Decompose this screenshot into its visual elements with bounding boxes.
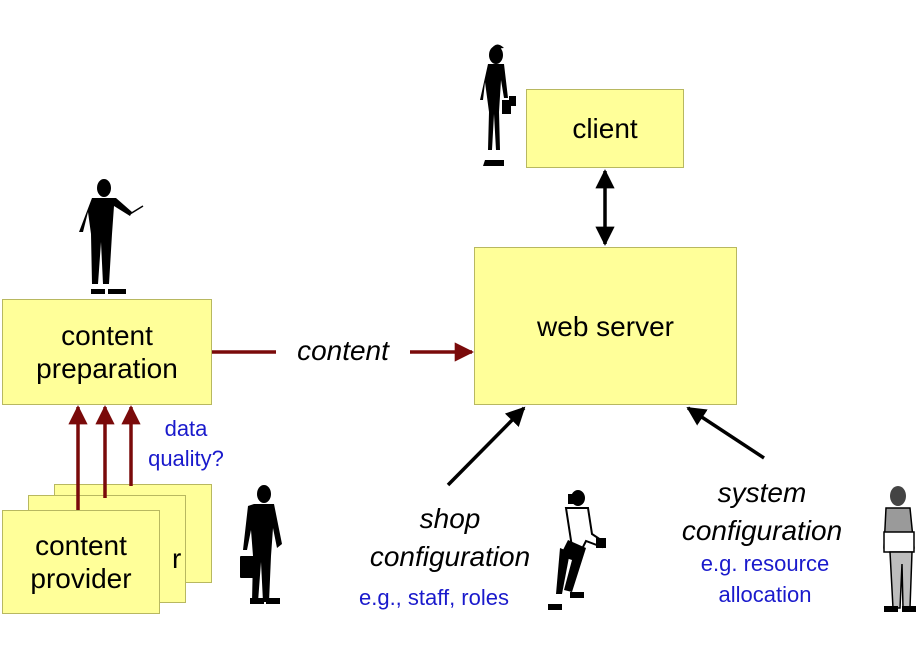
client-label: client — [572, 113, 638, 144]
person-with-clipboard-icon — [883, 486, 916, 612]
client-box: client — [526, 89, 684, 168]
web-server-label: web server — [537, 311, 674, 342]
shop-example-note: e.g., staff, roles — [358, 585, 509, 610]
content-provider-label: content provider — [30, 530, 132, 594]
content-flow-label: content — [297, 335, 389, 366]
person-pointing-icon — [79, 179, 144, 294]
data-quality-note: data quality? — [148, 416, 224, 471]
person-sitting-phone-icon — [548, 490, 606, 610]
person-woman-icon — [480, 44, 516, 166]
system-config-arrow — [686, 406, 765, 460]
content-provider-box: content provider — [2, 510, 160, 614]
stack-ghost-text: r — [172, 543, 182, 574]
shop-configuration-label: shop configuration — [369, 503, 531, 572]
person-businessman-icon — [240, 485, 282, 604]
shop-config-arrow — [446, 406, 526, 487]
content-preparation-box: content preparation — [2, 299, 212, 405]
system-example-note: e.g. resource allocation — [700, 551, 830, 607]
system-configuration-label: system configuration — [681, 477, 843, 546]
content-preparation-label: content preparation — [36, 320, 178, 384]
web-server-box: web server — [474, 247, 737, 405]
